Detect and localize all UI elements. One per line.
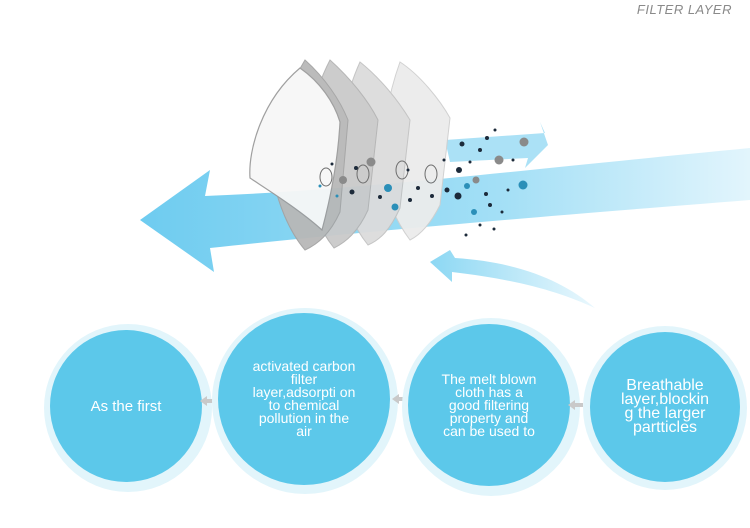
step-label: Breathable layer,blockin g the larger pa… — [620, 377, 710, 436]
step-circle-activated-carbon: activated carbon filter layer,adsorpti o… — [218, 313, 390, 485]
step-label: As the first — [90, 397, 162, 415]
page-title: FILTER LAYER — [636, 2, 732, 17]
step-circle-melt-blown: The melt blown cloth has a good filterin… — [408, 324, 570, 486]
step-circle-first: As the first — [50, 330, 202, 482]
mask-outer-layer — [249, 67, 341, 232]
step-label: The melt blown cloth has a good filterin… — [441, 370, 537, 439]
lower-airflow-arrow — [430, 250, 595, 308]
main-airflow-arrow — [140, 148, 750, 272]
particles — [318, 128, 529, 237]
filter-illustration — [140, 59, 750, 308]
upper-airflow-arrow — [445, 122, 548, 168]
step-label: activated carbon filter layer,adsorpti o… — [252, 358, 356, 439]
flow-arrow-left-icon — [568, 400, 583, 410]
flow-arrow-left-icon — [200, 396, 215, 406]
step-circle-breathable: Breathable layer,blockin g the larger pa… — [590, 332, 740, 482]
filter-layers — [249, 59, 451, 251]
flow-arrow-left-icon — [392, 394, 407, 404]
